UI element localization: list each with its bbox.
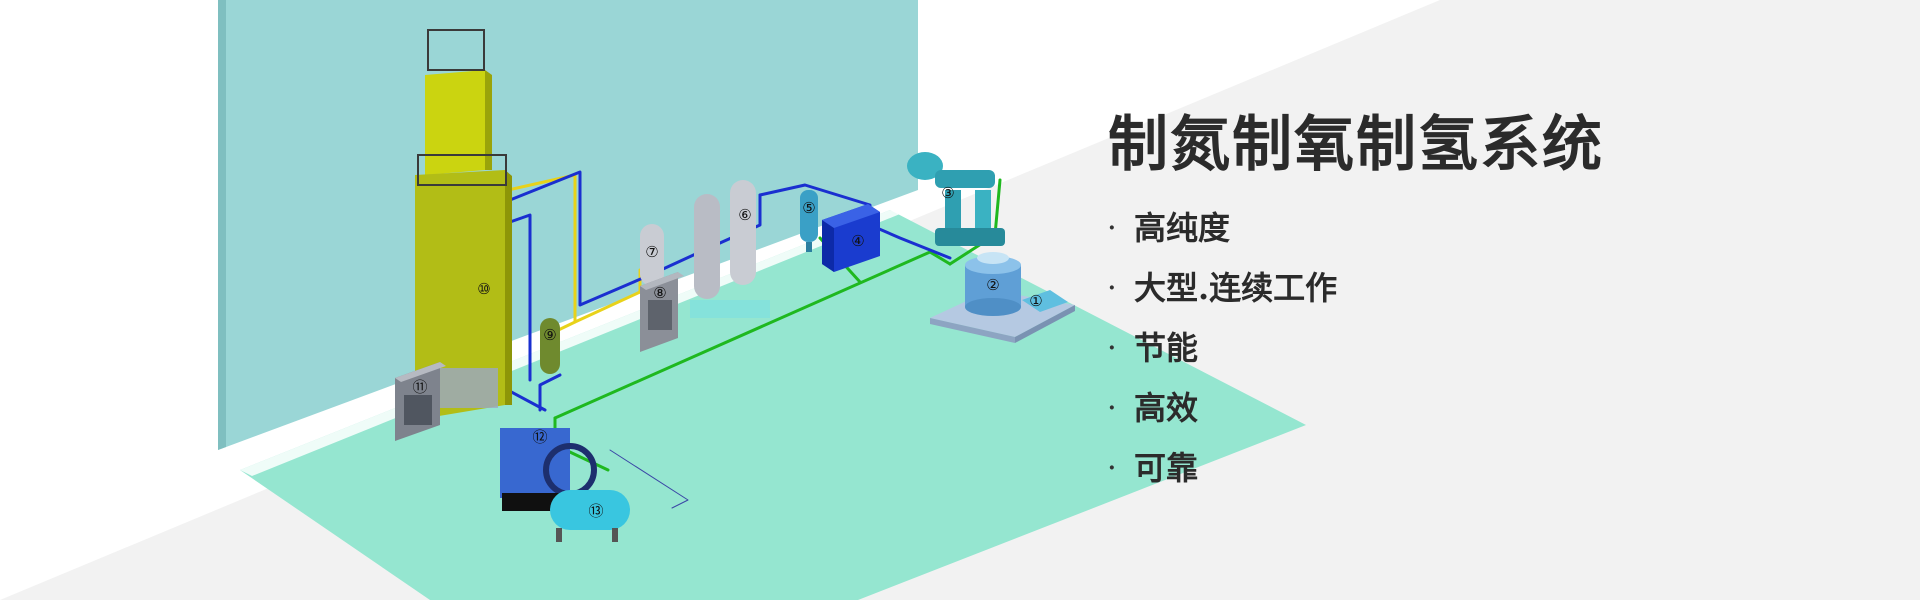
feature-item: · 可靠 bbox=[1108, 438, 1337, 498]
label-7: ⑦ bbox=[645, 243, 658, 261]
label-9: ⑨ bbox=[543, 326, 556, 344]
blue-pipe-c bbox=[508, 213, 532, 382]
label-10: ⑩ bbox=[477, 280, 490, 298]
feature-item: · 节能 bbox=[1108, 318, 1337, 378]
feature-label: 节能 bbox=[1134, 329, 1199, 367]
label-12: ⑫ bbox=[532, 428, 547, 446]
feature-item: · 高效 bbox=[1108, 378, 1337, 438]
label-11: ⑪ bbox=[412, 378, 427, 396]
bullet-dot: · bbox=[1108, 395, 1116, 421]
label-3: ③ bbox=[941, 184, 954, 202]
pump-3 bbox=[907, 152, 1005, 246]
control-panel-11 bbox=[395, 362, 446, 441]
wall-shadow bbox=[218, 0, 226, 450]
cooling-tower-2 bbox=[965, 252, 1021, 316]
feature-label: 高纯度 bbox=[1134, 209, 1231, 247]
bullet-dot: · bbox=[1108, 335, 1116, 361]
label-5: ⑤ bbox=[802, 199, 815, 217]
feature-label: 可靠 bbox=[1134, 449, 1199, 487]
green-pipe-main bbox=[553, 250, 952, 420]
label-2: ② bbox=[986, 276, 999, 294]
page-title: 制氮制氧制氢系统 bbox=[1108, 110, 1604, 180]
filter-5 bbox=[800, 190, 818, 252]
bullet-dot: · bbox=[1108, 455, 1116, 481]
bullet-dot: · bbox=[1108, 215, 1116, 241]
feature-item: · 高纯度 bbox=[1108, 198, 1337, 258]
label-1: ① bbox=[1029, 292, 1042, 310]
feature-list: · 高纯度 · 大型.连续工作 · 节能 · 高效 · 可靠 bbox=[1108, 198, 1337, 498]
label-13: ⑬ bbox=[588, 502, 603, 520]
blue-pipe-g bbox=[538, 373, 562, 412]
feature-label: 高效 bbox=[1134, 389, 1199, 427]
buffer-tank-7 bbox=[640, 224, 664, 286]
tank-9 bbox=[540, 318, 560, 374]
blue-pipe-b bbox=[508, 170, 652, 307]
feature-label: 大型.连续工作 bbox=[1134, 269, 1338, 307]
label-6: ⑥ bbox=[738, 206, 751, 224]
thin-wire bbox=[609, 449, 689, 509]
adsorption-towers-6 bbox=[690, 180, 770, 318]
yellow-pipe bbox=[506, 173, 577, 337]
equipment-number-labels: ① ② ③ ④ ⑤ ⑥ ⑦ ⑧ ⑨ ⑩ ⑪ ⑫ ⑬ bbox=[412, 184, 1042, 520]
bullet-dot: · bbox=[1108, 275, 1116, 301]
label-4: ④ bbox=[851, 232, 864, 250]
refrigerant-dryer-4 bbox=[822, 204, 880, 272]
wall-panel bbox=[218, 0, 918, 450]
cold-box-column-10 bbox=[415, 29, 512, 420]
feature-item: · 大型.连续工作 bbox=[1108, 258, 1337, 318]
control-cabinet-8 bbox=[640, 272, 684, 352]
label-8: ⑧ bbox=[653, 284, 666, 302]
air-tank-13 bbox=[550, 490, 630, 542]
